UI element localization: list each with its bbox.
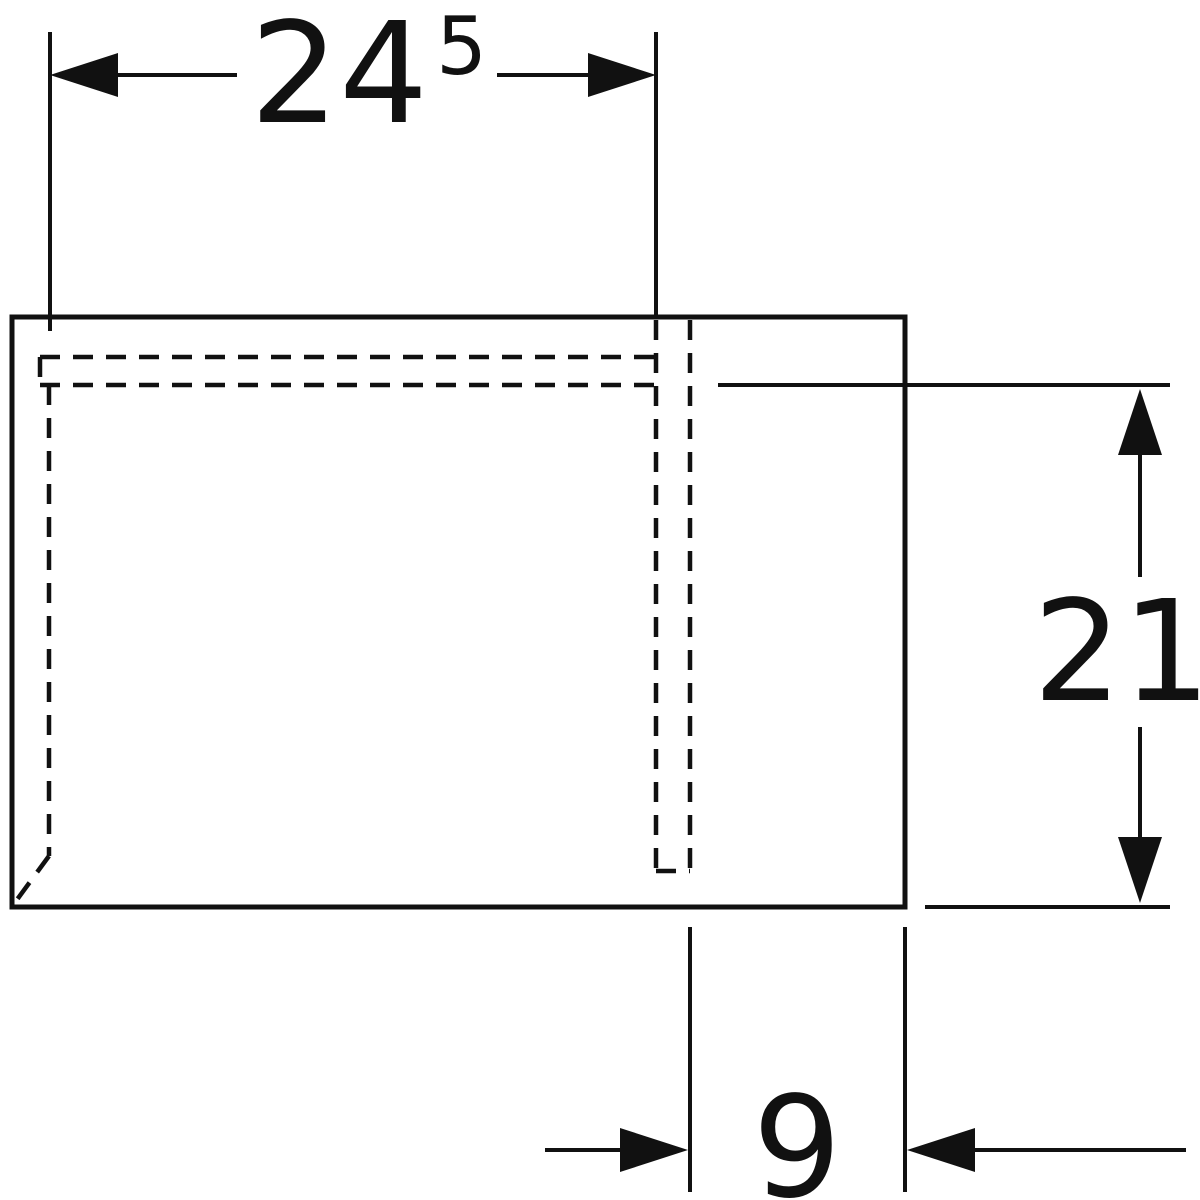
dimension-height-label: 21 bbox=[1033, 571, 1200, 734]
cabinet-body-outline bbox=[9, 314, 908, 910]
dimension-width-value: 24 bbox=[250, 0, 428, 156]
dimension-height-group: 21 bbox=[718, 383, 1200, 909]
arrowhead-offset-left-icon bbox=[907, 1128, 975, 1172]
dimension-offset-label: 9 bbox=[752, 1067, 841, 1200]
dimension-width-superscript: 5 bbox=[436, 0, 487, 93]
arrowhead-width-right-icon bbox=[588, 53, 656, 97]
dimension-offset-group: 9 bbox=[545, 927, 1186, 1200]
hidden-edge-bottom-left-diagonal bbox=[14, 854, 51, 903]
arrowhead-offset-right-icon bbox=[620, 1128, 688, 1172]
hidden-edges-group bbox=[14, 320, 693, 903]
arrowhead-width-left-icon bbox=[50, 53, 118, 97]
arrowhead-height-up-icon bbox=[1118, 389, 1162, 455]
arrowhead-height-down-icon bbox=[1118, 837, 1162, 903]
